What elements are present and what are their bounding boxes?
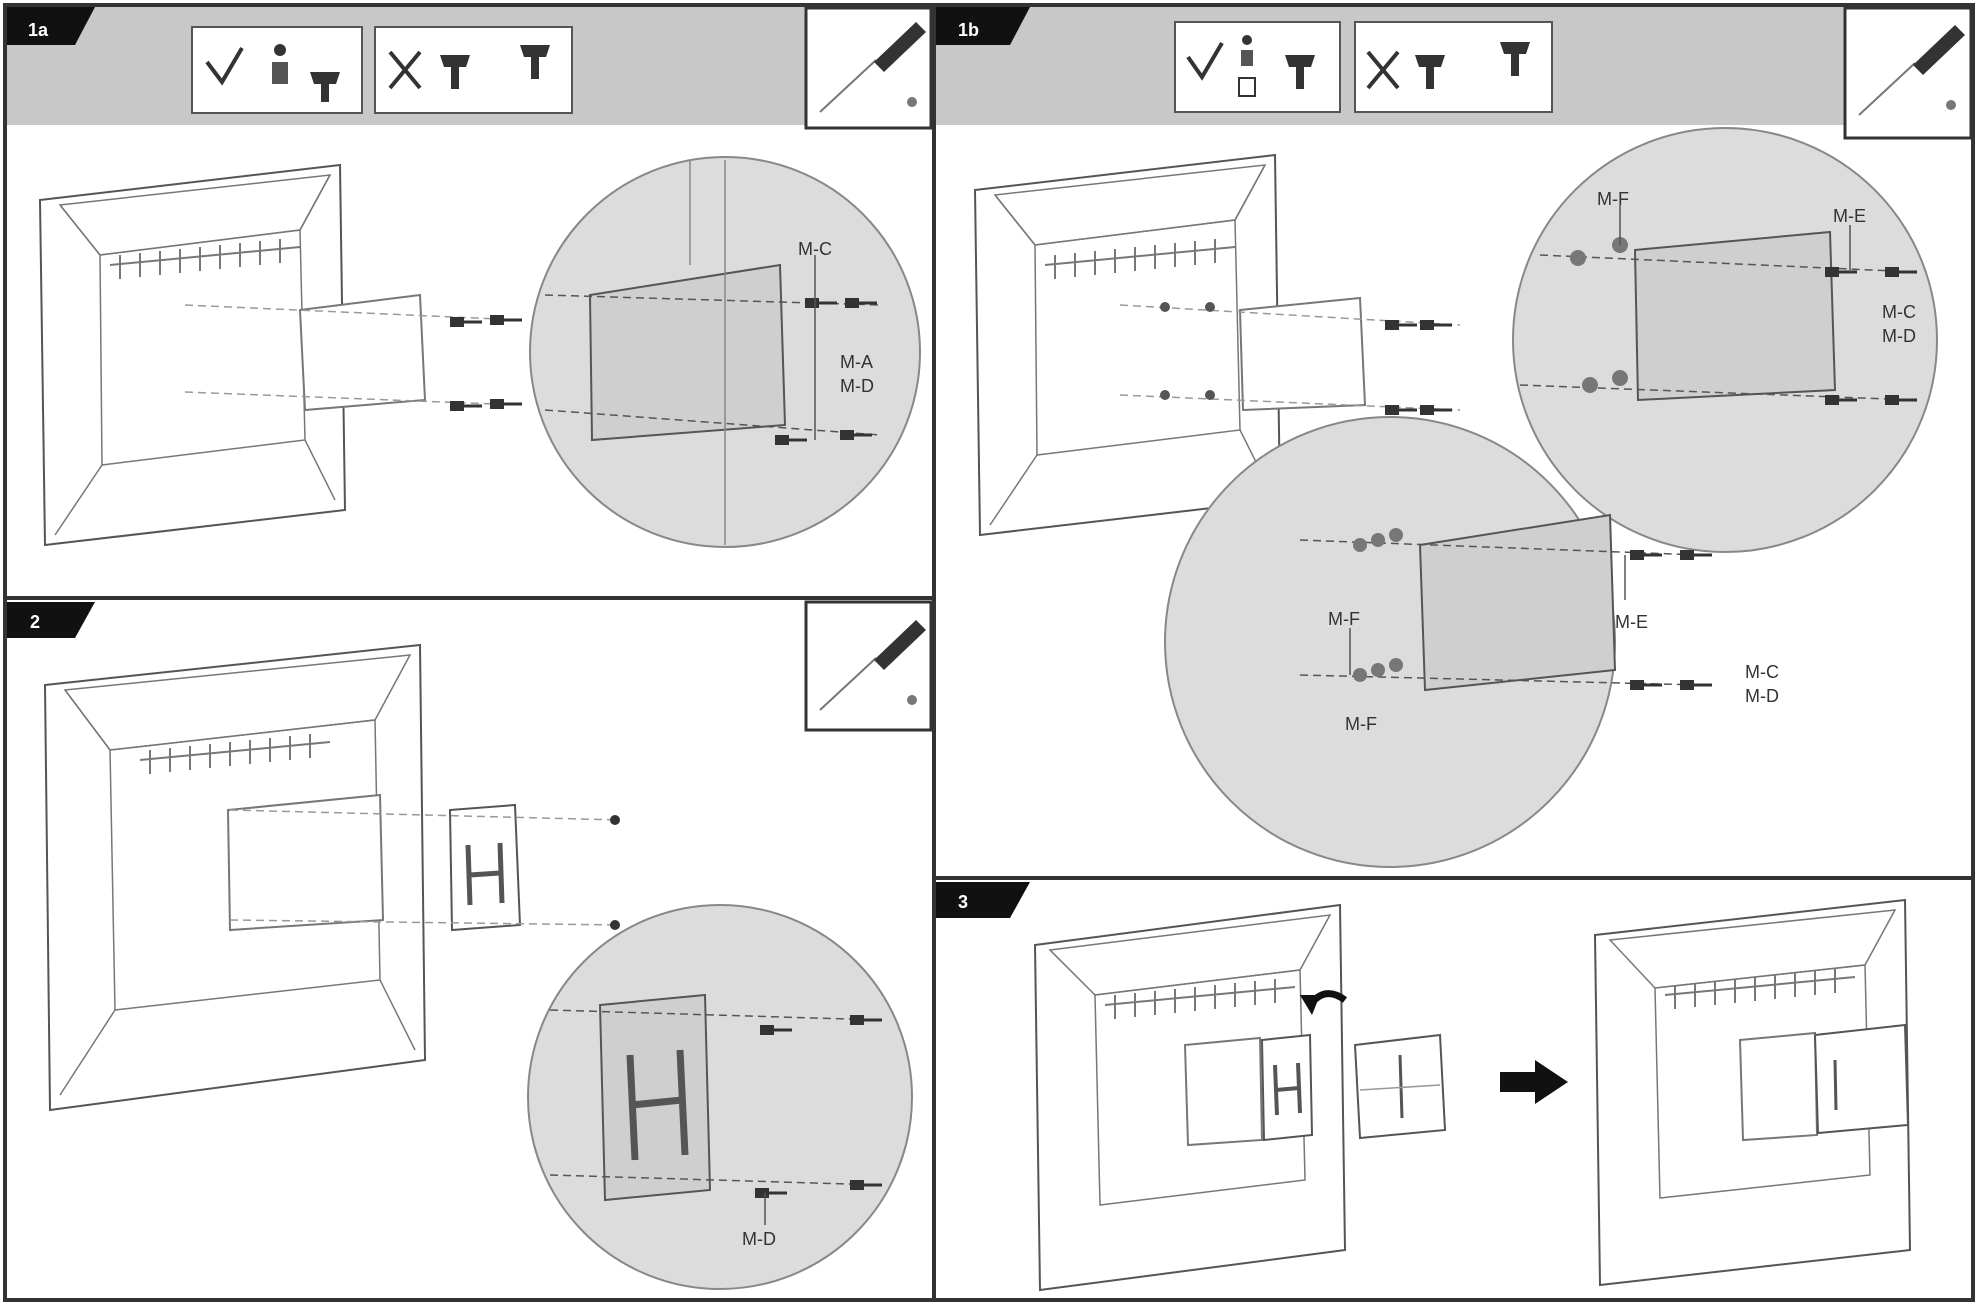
correct-option-1a <box>191 26 363 114</box>
panel-1a: 1a <box>7 6 933 548</box>
mount-arm <box>1813 1023 1910 1135</box>
arrow-right-icon <box>1500 1060 1568 1104</box>
washer-icon <box>1242 35 1252 45</box>
bolt-icon <box>1500 42 1530 54</box>
bolt-icon <box>310 72 340 84</box>
part-label-m-f: M-F <box>1597 189 1629 209</box>
part-label-m-a: M-A <box>840 352 873 372</box>
part-label-m-f-bottom: M-F <box>1345 714 1377 734</box>
washer-icon <box>274 44 286 56</box>
magnifier-1a: M-C M-A M-D <box>529 156 921 548</box>
part-label-m-e: M-E <box>1833 206 1866 226</box>
bolt-icon <box>1415 55 1445 67</box>
bolt-icon <box>440 55 470 67</box>
part-label-m-c: M-C <box>1882 302 1916 322</box>
panel-3: 3 <box>936 882 1912 1292</box>
check-mark-icon <box>205 46 244 86</box>
monitor-1a <box>39 164 346 546</box>
step-tab-2 <box>7 602 95 638</box>
correct-option-1b <box>1174 21 1341 113</box>
monitor-3-after <box>1593 898 1912 1287</box>
step-tab-1b <box>936 7 1030 45</box>
part-label-m-d: M-D <box>1745 686 1779 706</box>
part-label-m-d: M-D <box>742 1229 776 1249</box>
tool-box-1a <box>804 6 933 130</box>
bolt-icon <box>520 45 550 57</box>
cross-mark-icon <box>388 50 422 90</box>
monitor-1b <box>974 154 1281 536</box>
tool-box-1b <box>1843 6 1973 140</box>
magnifier-1b-upper: M-F M-E M-C M-D <box>1512 127 1938 553</box>
mounting-plate-1a <box>184 293 524 413</box>
part-label-m-d: M-D <box>840 376 874 396</box>
step-label-3: 3 <box>958 892 968 912</box>
magnifier-2: M-D <box>527 904 913 1290</box>
outer-frame <box>3 3 1975 1302</box>
step-label-2: 2 <box>30 612 40 632</box>
check-mark-icon <box>1186 41 1224 81</box>
magnifier-1b-lower: M-F M-F M-E M-C M-D <box>1164 416 1779 868</box>
vesa-adapter-2 <box>226 793 621 932</box>
part-label-m-c: M-C <box>798 239 832 259</box>
panel-1b: 1b <box>936 6 1973 868</box>
cross-mark-icon <box>1366 50 1400 90</box>
part-label-m-f-top: M-F <box>1328 609 1360 629</box>
incorrect-option-1b <box>1354 21 1553 113</box>
bolt-icon <box>1285 55 1315 67</box>
part-label-m-e: M-E <box>1615 612 1648 632</box>
step-tab-3 <box>936 882 1030 918</box>
incorrect-option-1a <box>374 26 573 114</box>
part-label-m-c: M-C <box>1745 662 1779 682</box>
step-label-1a: 1a <box>28 20 49 40</box>
monitor-3-before <box>1033 903 1447 1292</box>
mounting-plate-1b <box>1119 296 1461 417</box>
step-label-1b: 1b <box>958 20 979 40</box>
panel-2: 2 <box>7 600 933 1290</box>
part-label-m-d: M-D <box>1882 326 1916 346</box>
tool-box-2 <box>804 600 933 732</box>
step-tab-1a <box>7 7 95 45</box>
spacer-icon <box>1238 77 1256 97</box>
